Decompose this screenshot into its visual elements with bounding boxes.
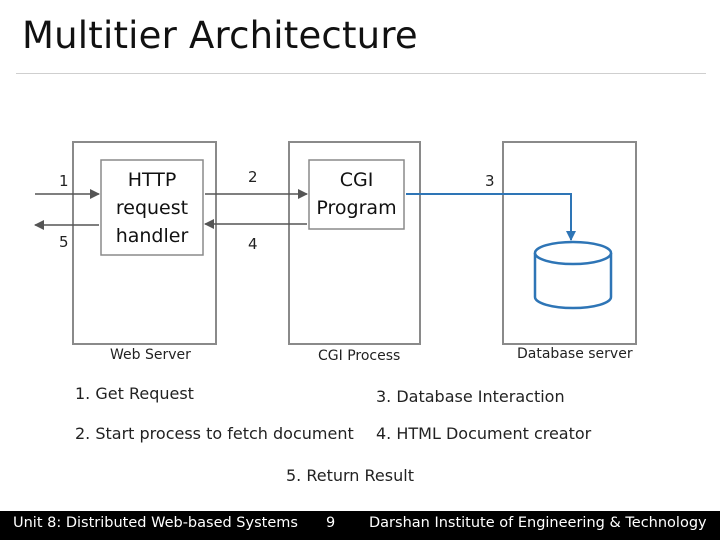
- step-1: 1. Get Request: [75, 384, 194, 403]
- architecture-diagram: [34, 141, 637, 345]
- arrow-label-1: 1: [59, 172, 69, 190]
- footer-bar: [0, 511, 720, 540]
- http-handler-label: HTTP request handler: [101, 166, 203, 250]
- footer-institute: Darshan Institute of Engineering & Techn…: [369, 515, 707, 531]
- arrow-3: [406, 193, 576, 241]
- cgi-process-container: [288, 141, 421, 345]
- http-request-handler-box: [100, 159, 204, 256]
- step-5: 5. Return Result: [286, 466, 414, 485]
- step-4: 4. HTML Document creator: [376, 424, 592, 443]
- cgi-program-line-1: CGI: [339, 169, 374, 191]
- footer-course: Unit 8: Distributed Web-based Systems: [13, 515, 298, 531]
- http-handler-line-1: HTTP: [127, 169, 177, 191]
- title-divider: [16, 73, 706, 74]
- step-2: 2. Start process to fetch document: [75, 424, 354, 443]
- arrow-label-5: 5: [59, 233, 69, 251]
- web-server-caption: Web Server: [110, 347, 191, 363]
- cgi-program-label: CGI Program: [309, 166, 404, 222]
- step-3: 3. Database Interaction: [376, 387, 565, 406]
- database-server-caption: Database server: [517, 346, 633, 362]
- http-handler-line-3: handler: [115, 225, 189, 247]
- database-server-container: [502, 141, 637, 345]
- database-icon: [533, 240, 613, 310]
- cgi-program-line-2: Program: [316, 197, 397, 219]
- arrow-label-2: 2: [248, 168, 258, 186]
- web-server-container: [72, 141, 217, 345]
- arrow-label-3: 3: [485, 172, 495, 190]
- http-handler-line-2: request: [115, 197, 189, 219]
- arrow-label-4: 4: [248, 235, 258, 253]
- cgi-program-box: [308, 159, 405, 230]
- footer-page-number: 9: [326, 515, 336, 531]
- page-title: Multitier Architecture: [22, 14, 418, 57]
- cgi-process-caption: CGI Process: [318, 348, 401, 364]
